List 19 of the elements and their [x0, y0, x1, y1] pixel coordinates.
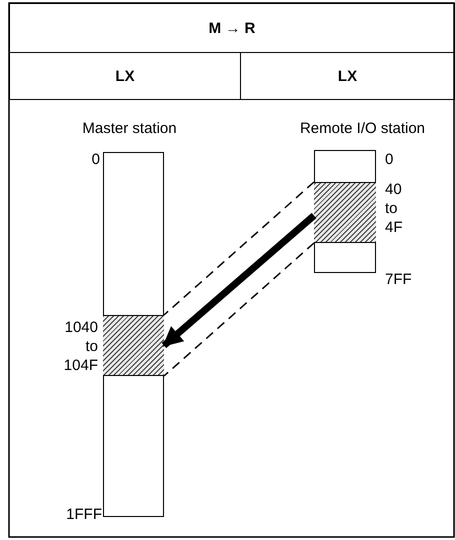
address-label: 40 to 4F — [385, 180, 404, 237]
header-cell — [240, 52, 455, 100]
arrow — [162, 212, 316, 348]
address-label: 0 — [385, 150, 394, 169]
dashed-line — [164, 181, 314, 316]
station-heading: Remote I/O station — [300, 120, 426, 137]
header-cell — [9, 3, 455, 53]
station-heading: Master station — [82, 120, 177, 137]
address-label: 1040 to 104F — [62, 318, 98, 375]
hatched-region — [314, 182, 376, 242]
address-label: 1FFF — [65, 505, 102, 524]
header-text: LX — [338, 68, 358, 84]
hatched-region — [102, 314, 164, 376]
header-text: M → R — [208, 20, 256, 36]
header-cell — [9, 52, 241, 100]
address-label: 0 — [90, 150, 100, 169]
address-label: 7FF — [385, 270, 413, 289]
dashed-line — [164, 242, 314, 377]
header-text: LX — [115, 68, 135, 84]
